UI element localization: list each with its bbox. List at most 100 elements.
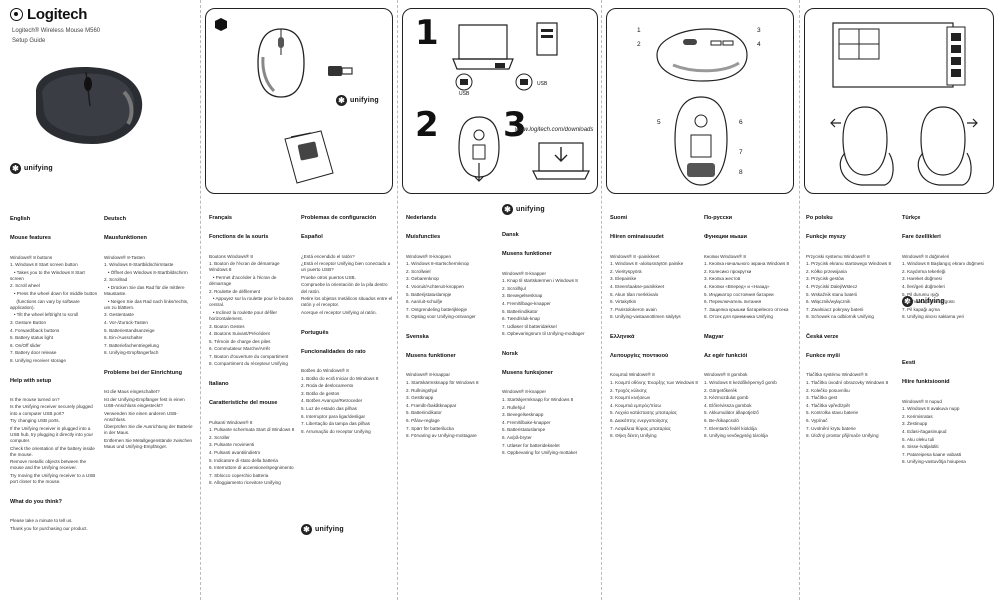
- portugues-lines: Botões do Windows® 8 1. Botão do ecrã Ini…: [301, 368, 393, 435]
- nederlands-lines2-line: 5. Batteriindikator: [406, 410, 442, 416]
- documentation-icon: [284, 130, 334, 184]
- english-lines2-line: If the Unifying receiver is plugged into…: [10, 425, 95, 443]
- mouse-side-icon: [656, 28, 748, 82]
- english-lines3-line: Thank you for purchasing our product.: [10, 525, 88, 531]
- turkce-lines2-line: Windows® 8 nupud: [902, 398, 942, 404]
- unifying-label-2: unifying: [315, 526, 344, 533]
- callout-1: 1: [637, 27, 641, 34]
- espanol-lines-line: ¿Está el receptor Unifying bien conectad…: [301, 261, 392, 273]
- english-lines-line: (functions can vary by software applicat…: [10, 298, 81, 310]
- russian-lines2-line: 1. Windows 8 kezdőképernyő gomb: [704, 380, 777, 386]
- deutsch-lines2-line: Ist die Maus eingeschaltet?: [104, 389, 160, 395]
- unifying-logo-5: ✱ unifying: [902, 296, 945, 307]
- dansk-lines-line: 3. Bevægelsesknap: [502, 293, 543, 299]
- turkce-lines-line: 5. Pil durumu ışığı: [902, 291, 940, 297]
- russian-lines-line: 5. Индикатор состояния батареи: [704, 291, 774, 297]
- russian-lines2-line: 6. Be-/kikapcsoló: [704, 418, 739, 424]
- turkce-lines-line: 6. Açma/Kapama sürgüsü: [902, 299, 955, 305]
- polski-lines-line: 4. Przyciski Dalej/Wstecz: [806, 283, 858, 289]
- polski-lines2-line: 7. Uvolnění krytu baterie: [806, 425, 856, 431]
- polski-lines2-line: 6. Vypínač: [806, 418, 828, 424]
- turkce-subheading: Fare özellikleri: [902, 234, 941, 241]
- espanol-lines2-line: Botões do Windows® 8: [301, 367, 349, 373]
- mouse-top-icon: [257, 28, 305, 98]
- receiver-icon: [328, 66, 353, 76]
- dansk-lines-line: 5. Batteriindikator: [502, 308, 538, 314]
- box-unifying-star-icon: ✱: [336, 95, 347, 106]
- dansk-lines2-line: 5. Batteristatuslampe: [502, 427, 546, 433]
- francais-lines2-line: 5. Indicatore di stato della batteria: [209, 457, 278, 463]
- dansk-lines2-line: 4. Frem/tilbake-knapper: [502, 419, 551, 425]
- english-lines2-line: Is the Unifying receiver securely plugge…: [10, 404, 95, 416]
- english-lines-line: • Takes you to the Windows 8 Start scree…: [10, 269, 87, 281]
- english-feedback-lines: Please take a minute to tell us.Thank yo…: [10, 518, 98, 532]
- unifying-label: unifying: [24, 165, 53, 172]
- suomi-subheading: Hiiren ominaisuudet: [610, 234, 664, 241]
- english-lines-line: • Press the wheel down for middle button: [10, 291, 98, 297]
- francais-lines-line: 1. Bouton de l'écran de démarrage Window…: [209, 261, 281, 273]
- russian-heading: По-русски: [704, 215, 733, 222]
- panel-gestures: Po polsku Funkcje myszy Przyciski system…: [800, 0, 1000, 600]
- usb-plug-icon-left: [455, 73, 473, 91]
- logitech-logo: Logitech: [10, 6, 87, 23]
- unifying-star-icon-3: ✱: [502, 204, 513, 215]
- francais-lines2-line: 7. Sblocco coperchio batteria: [209, 472, 269, 478]
- nederlands-lines2-line: 2. Rullningshjul: [406, 387, 438, 393]
- deutsch-lines-line: 8. Unifying-Empfängerfach: [104, 350, 159, 356]
- francais-heading: Français: [209, 215, 233, 222]
- cesky-subheading: Funkce myši: [806, 353, 840, 360]
- francais-lines-line: 2. Roulette de défilement: [209, 288, 261, 294]
- turkce-lines-line: 1. Windows 8 Başlangıç ekranı düğmesi: [902, 261, 984, 267]
- francais-lines-line: 3. Bouton Gestes: [209, 323, 245, 329]
- mouse-underside-icon: [458, 116, 500, 182]
- francais-lines2-line: 8. Alloggiamento ricevitore Unifying: [209, 480, 281, 486]
- polski-lines2-line: 4. Tlačítka vpřed/zpět: [806, 402, 850, 408]
- column-dansk: Dansk Musens funktioner Windows® 8-knapp…: [502, 220, 596, 470]
- russian-subheading: Функции мыши: [704, 234, 747, 241]
- nederlands-subheading: Muisfuncties: [406, 234, 441, 241]
- turkce-lines2-line: 1. Windows 8 avakuva nupp: [902, 406, 960, 412]
- turkce-lines2-line: 5. Aku oleku tuli: [902, 436, 935, 442]
- callout-5: 5: [657, 119, 661, 126]
- francais-lines-line: 7. Bouton d'ouverture du compartiment: [209, 353, 289, 359]
- laptop-usb-icon: [452, 24, 514, 70]
- dansk-lines2-line: 1. Startskjermknapp for Windows 8: [502, 397, 574, 403]
- francais-lines2-line: 2. Scroller: [209, 434, 230, 440]
- nederlands-lines-line: 8. Opslag voor Unifying-ontvanger: [406, 314, 476, 320]
- deutsch-lines-line: 7. Batteriefachentriegelung: [104, 342, 159, 348]
- espanol-lines2-line: 7. Libertação da tampa das pilhas: [301, 421, 370, 427]
- english-lines-line: 8. Unifying receiver storage: [10, 357, 66, 363]
- callout-3: 3: [757, 27, 761, 34]
- panel-setup-steps: 1 USB USB 2 3 www.logitech.com: [398, 0, 602, 600]
- polski-lines-line: 6. Włącznik/wyłącznik: [806, 299, 851, 305]
- english-lines-line: • Tilt the wheel left/right to scroll: [10, 312, 79, 318]
- russian-lines-line: 6. Переключатель питания: [704, 299, 762, 305]
- espanol-lines2-line: 2. Roda de deslocamento: [301, 383, 354, 389]
- russian-lines-line: 7. Защелка крышки батарейного отсека: [704, 306, 789, 312]
- espanol-lines-line: Compruebe la orientación de la pila dent…: [301, 282, 389, 294]
- suomi-lines-line: 2. Vierityspyörä: [610, 268, 642, 274]
- deutsch-help-heading: Probleme bei der Einrichtung: [104, 370, 183, 377]
- dansk-lines-line: 1. Knap til startskærmen i Windows 8: [502, 278, 578, 284]
- suomi-lines-line: 6. Virtakytkin: [610, 299, 637, 305]
- english-lines-line: 3. Gesture Button: [10, 319, 47, 325]
- svenska-subheading: Musens funktioner: [406, 353, 456, 360]
- suomi-lines2-line: 6. Διακόπτης ενεργοποίησης: [610, 418, 668, 424]
- hand-gesture-right-icon: [917, 106, 978, 186]
- espanol-lines-line: Retire los objetos metálicos situados en…: [301, 296, 394, 308]
- english-lines-line: 7. Battery door release: [10, 350, 57, 356]
- column-suomi: Suomi Hiiren ominaisuudet Windows® 8 -pa…: [610, 203, 702, 453]
- turkce-lines-line: Windows® 8 düğmeleri: [902, 253, 950, 259]
- espanol-lines2-line: 1. Botão do ecrã Iniciar do Windows 8: [301, 375, 379, 381]
- dansk-subheading: Musens funktioner: [502, 251, 552, 258]
- box-setup: 1 USB USB 2 3 www.logitech.com: [402, 8, 598, 194]
- english-lines-line: Windows® 8 buttons: [10, 254, 53, 260]
- dansk-heading: Dansk: [502, 232, 519, 239]
- russian-lines-line: 1. Кнопка начального экрана Windows 8: [704, 261, 790, 267]
- nederlands-lines2-line: 7. Spärr för batterilucka: [406, 425, 454, 431]
